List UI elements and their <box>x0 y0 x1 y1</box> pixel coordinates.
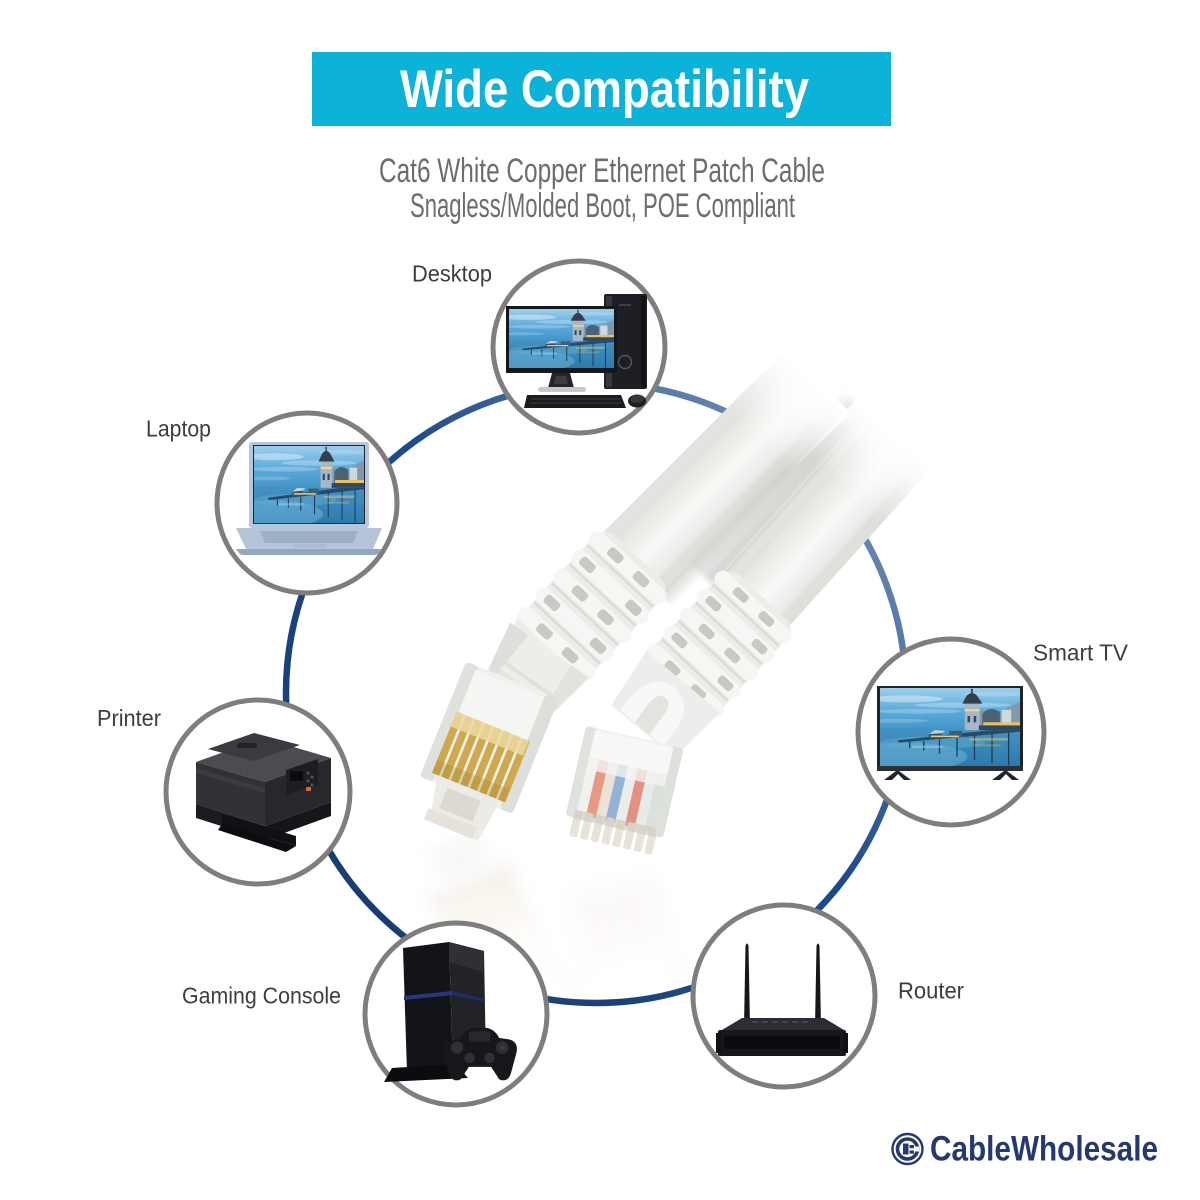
svg-text:Desktop: Desktop <box>412 261 492 287</box>
svg-text:Router: Router <box>898 978 964 1004</box>
svg-text:Smart TV: Smart TV <box>1033 640 1129 666</box>
svg-text:Gaming Console: Gaming Console <box>182 983 341 1009</box>
svg-text:CableWholesale: CableWholesale <box>930 1129 1158 1169</box>
svg-text:Printer: Printer <box>97 705 161 731</box>
svg-text:Cat6 White Copper Ethernet Pat: Cat6 White Copper Ethernet Patch Cable <box>379 152 825 190</box>
svg-text:Snagless/Molded Boot, POE Comp: Snagless/Molded Boot, POE Compliant <box>410 187 795 225</box>
svg-text:Wide Compatibility: Wide Compatibility <box>400 60 809 119</box>
svg-text:Laptop: Laptop <box>146 416 211 442</box>
